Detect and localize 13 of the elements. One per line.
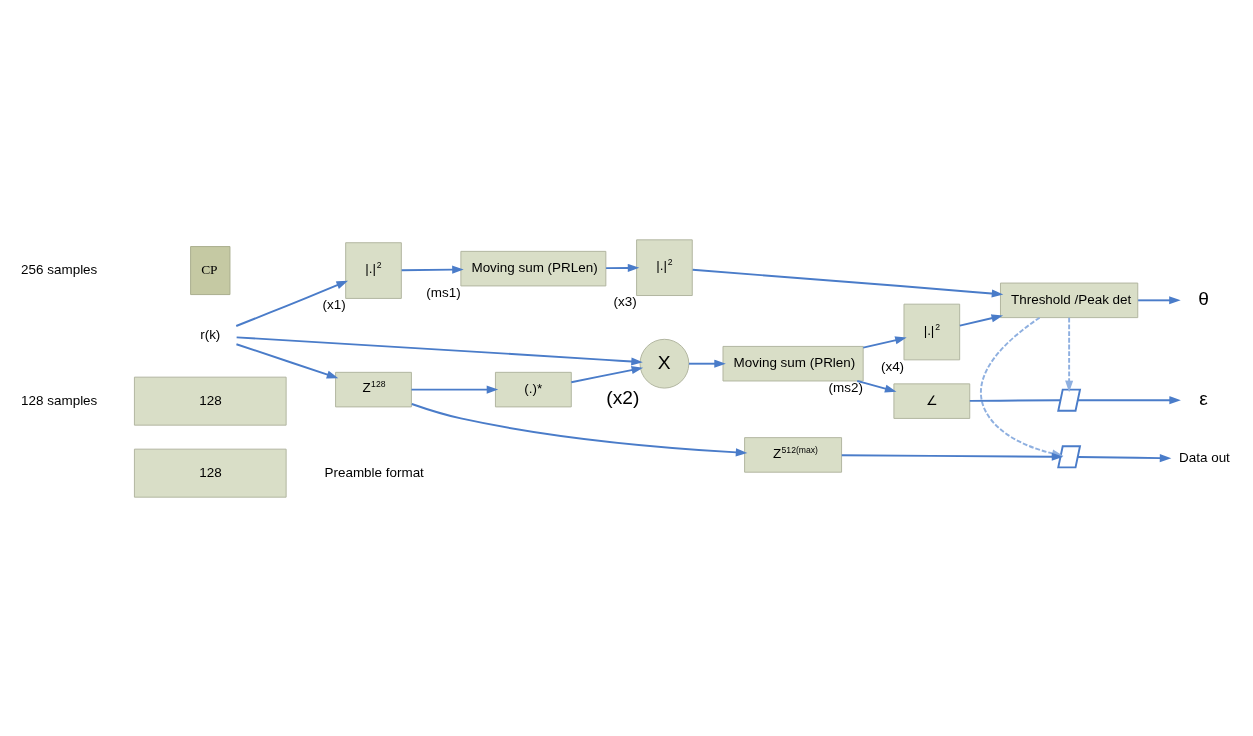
node-label: (x2) xyxy=(606,386,640,408)
node-label: (x3) xyxy=(613,293,637,309)
node-label: (ms1) xyxy=(426,284,461,300)
label: 256 samples xyxy=(21,261,98,277)
label: Preamble format xyxy=(324,464,424,480)
label: 128 samples xyxy=(21,392,98,408)
node-text: Data out xyxy=(1179,449,1230,465)
node-text: r(k) xyxy=(200,326,221,342)
node-label: (x4) xyxy=(880,358,905,374)
node-text: ε xyxy=(1199,387,1208,409)
node-text: θ xyxy=(1198,287,1209,309)
node-label: (ms2) xyxy=(828,379,863,395)
node-label: (x1) xyxy=(322,296,346,312)
